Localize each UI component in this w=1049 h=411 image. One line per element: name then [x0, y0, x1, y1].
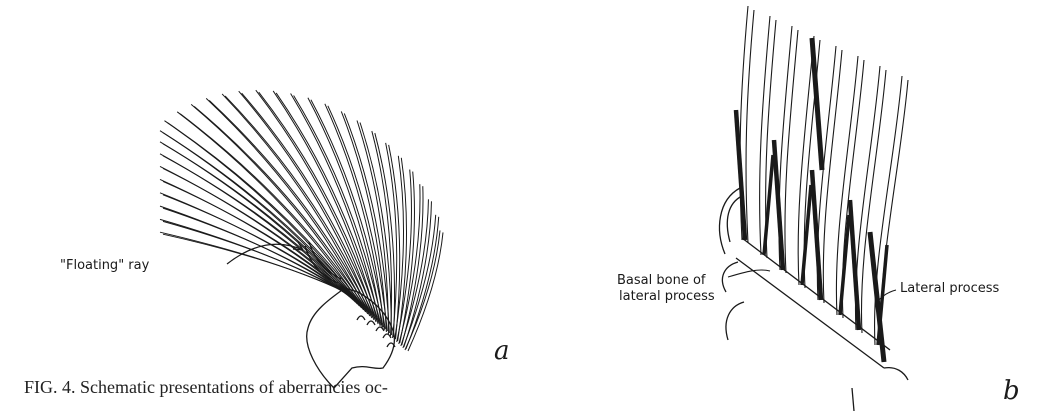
lateral-process	[774, 140, 783, 270]
fin-ray	[881, 80, 908, 348]
lateral-process-label: Lateral process	[900, 282, 999, 296]
spine-outline	[727, 196, 742, 242]
basal-bone-label-line2: lateral process	[619, 290, 715, 304]
spine-outline	[720, 188, 740, 254]
fin-ray	[785, 30, 798, 273]
fin-ray	[209, 100, 373, 317]
basal-notch	[357, 316, 365, 320]
figure-caption: FIG. 4. Schematic presentations of aberr…	[24, 377, 388, 398]
floating-ray-label: "Floating" ray	[60, 259, 149, 273]
lateral-process	[812, 170, 821, 300]
panel-a-letter: a	[494, 336, 510, 366]
fin-ray	[746, 10, 754, 243]
fin-ray	[823, 50, 842, 303]
spine-outline	[722, 262, 738, 292]
spine-outline	[726, 302, 744, 340]
annotation-leader	[728, 270, 770, 277]
lateral-process	[802, 185, 811, 285]
panel-a-rays	[160, 90, 443, 351]
lower-outline	[852, 388, 854, 411]
fin-ray	[194, 106, 371, 315]
lateral-process	[840, 215, 849, 315]
basal-bone-label-line1: Basal bone of	[617, 274, 705, 288]
lower-outline	[884, 368, 908, 380]
basal-notch	[383, 334, 391, 338]
basal-notch	[376, 327, 384, 331]
basal-notch	[367, 321, 375, 325]
panel-b-letter: b	[1003, 376, 1020, 406]
panel-b-rays	[736, 6, 908, 362]
